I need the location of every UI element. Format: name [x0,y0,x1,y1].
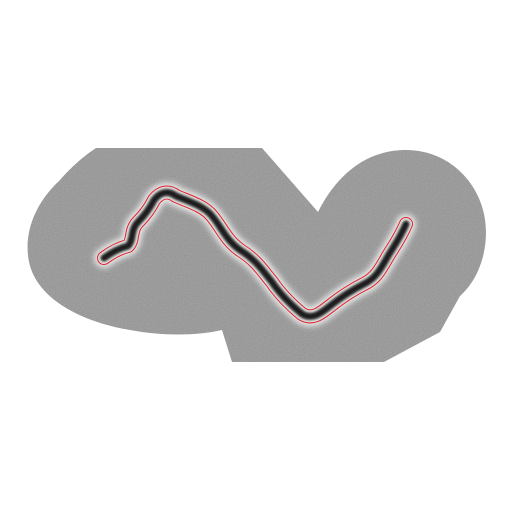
filament [100,189,410,320]
